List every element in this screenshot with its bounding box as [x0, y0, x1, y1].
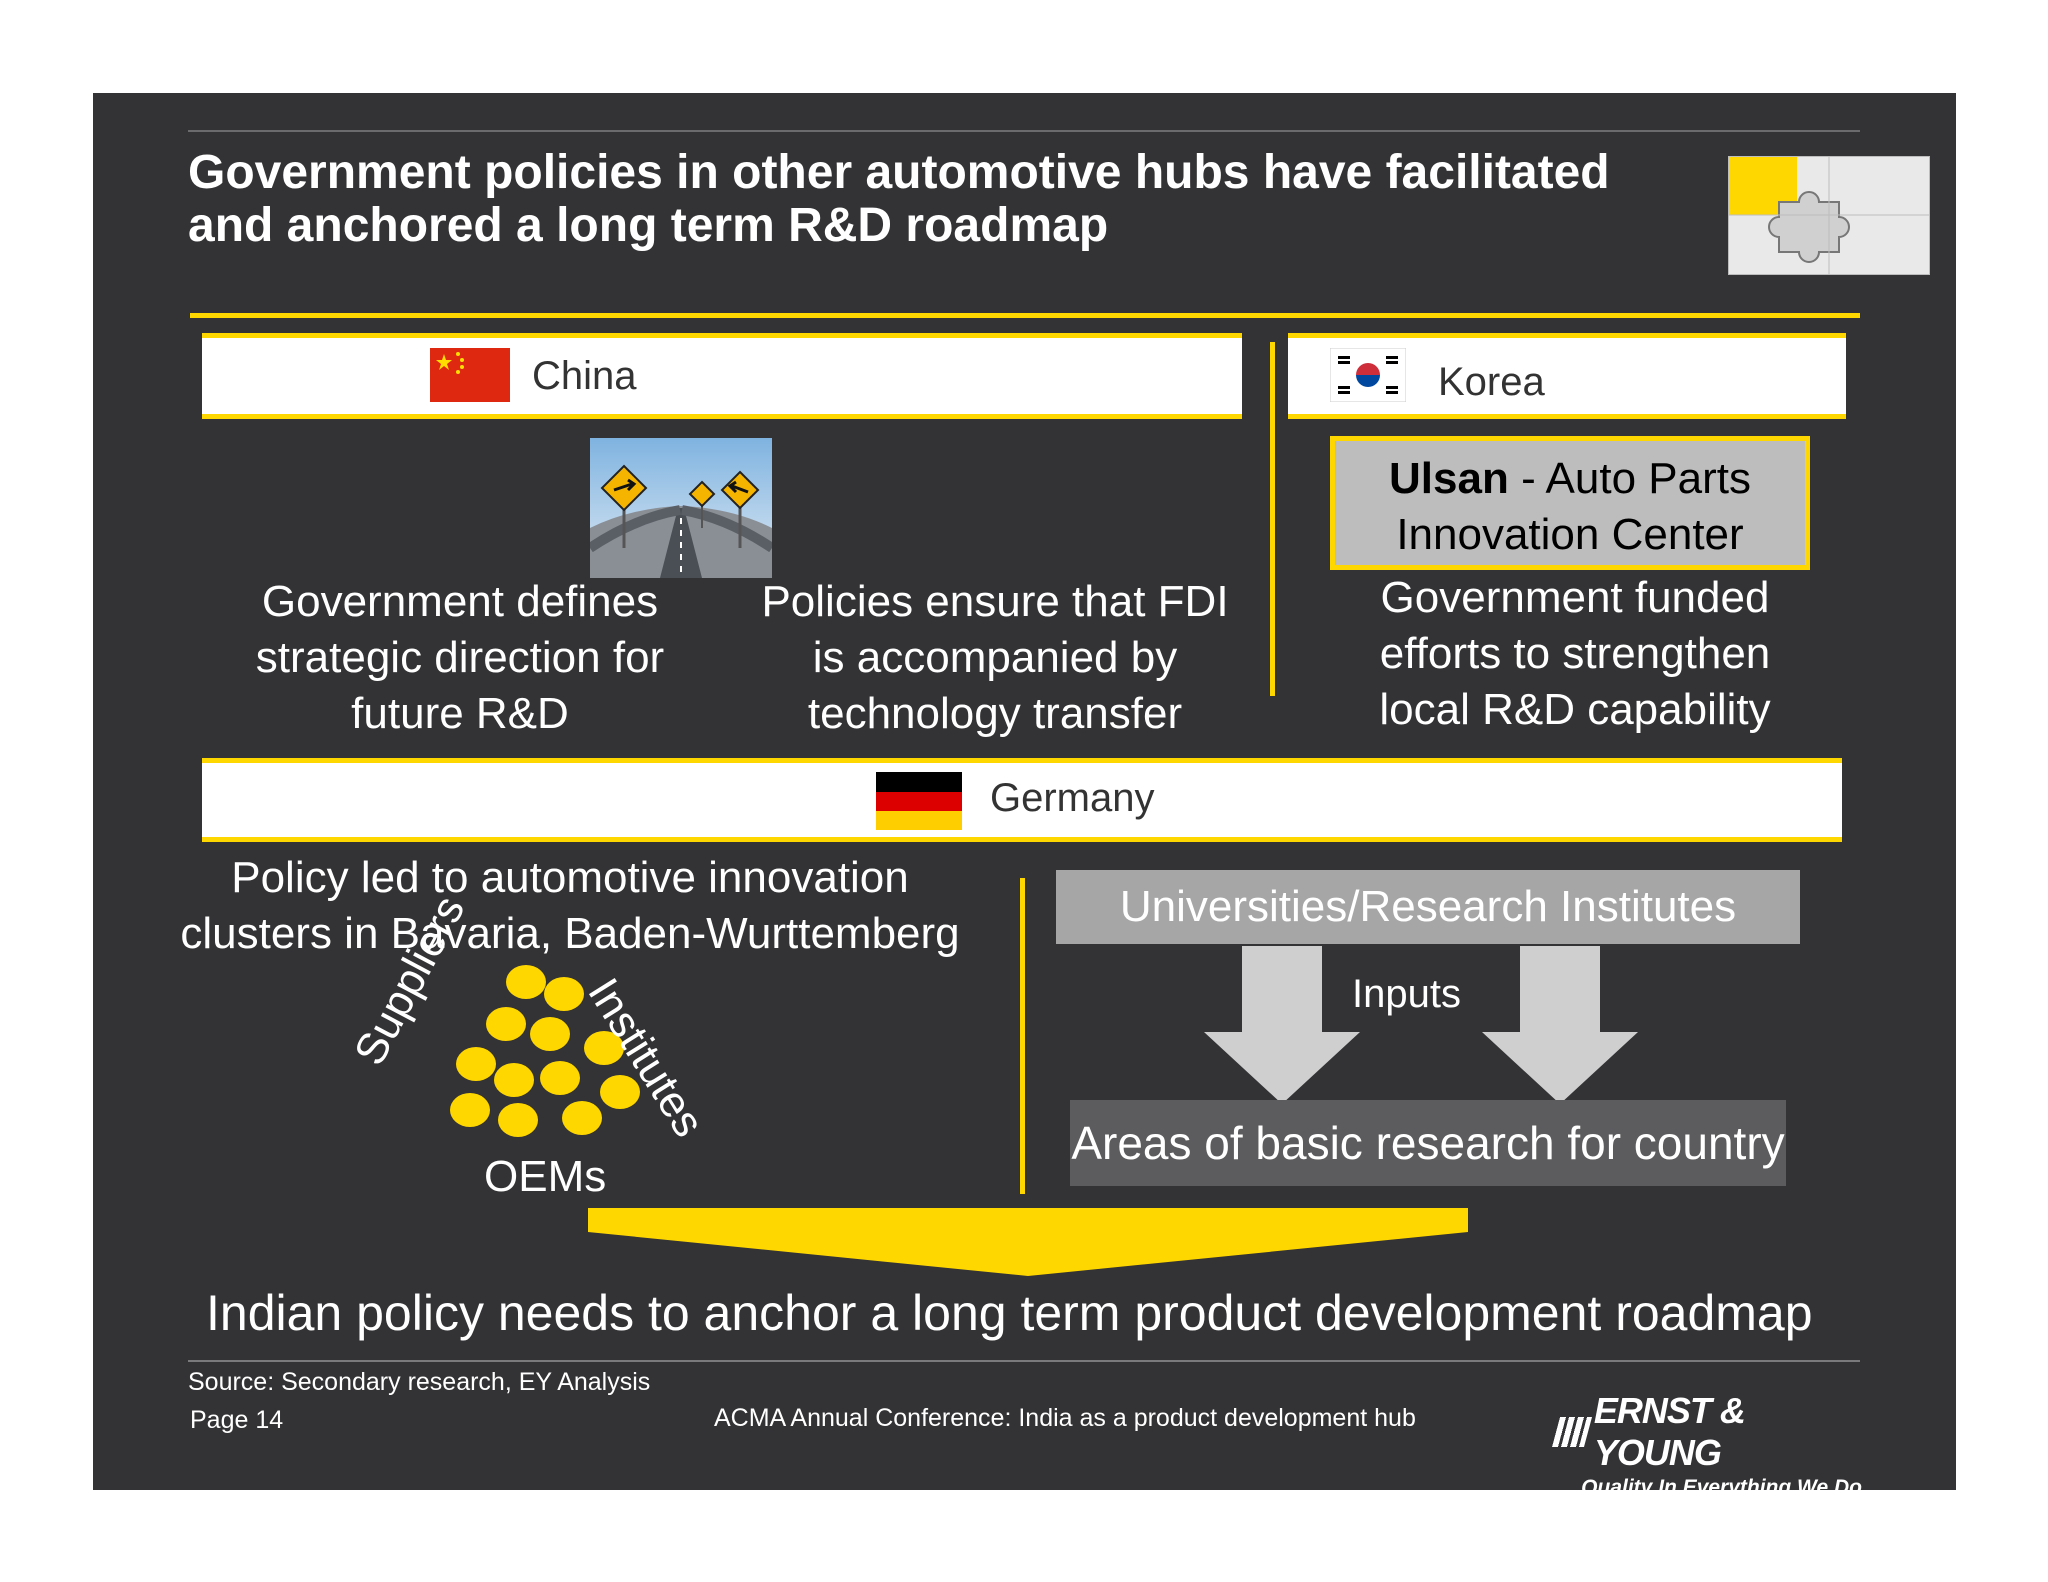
germany-label: Germany	[990, 776, 1155, 820]
korea-line1: Government funded	[1380, 573, 1770, 622]
china-korea-divider	[1270, 342, 1275, 696]
china-col1-line3: future R&D	[351, 689, 569, 738]
cluster-dots-icon	[440, 960, 660, 1140]
china-header-bar	[202, 333, 1242, 419]
title-line-2: and anchored a long term R&D roadmap	[188, 199, 1109, 252]
universities-box: Universities/Research Institutes	[1056, 870, 1800, 944]
road-signs-image	[587, 438, 775, 578]
ey-logo-text: ERNST & YOUNG	[1593, 1390, 1746, 1473]
ulsan-name: Ulsan	[1389, 454, 1509, 503]
inputs-label: Inputs	[1352, 972, 1461, 1016]
china-label: China	[532, 354, 637, 398]
germany-policy-text: Policy led to automotive innovation clus…	[140, 850, 1000, 962]
conclusion-text: Indian policy needs to anchor a long ter…	[206, 1285, 1813, 1341]
down-arrow-icon	[1482, 946, 1638, 1104]
down-arrow-icon	[1204, 946, 1360, 1104]
china-text-strategic: Government defines strategic direction f…	[220, 574, 700, 742]
page-number: Page 14	[190, 1406, 284, 1434]
korea-flag-icon	[1329, 347, 1407, 403]
basic-research-box: Areas of basic research for country	[1070, 1100, 1786, 1186]
puzzle-diagram-icon	[1728, 156, 1930, 275]
germany-divider	[1020, 878, 1025, 1194]
ey-tagline: Quality In Everything We Do	[1581, 1476, 1862, 1499]
section-top-rule	[190, 313, 1860, 318]
conclusion-arrow-icon	[588, 1208, 1468, 1276]
oems-label: OEMs	[484, 1152, 607, 1201]
china-col2-line3: technology transfer	[807, 689, 1183, 738]
china-text-fdi: Policies ensure that FDI is accompanied …	[740, 574, 1250, 742]
china-col1-line1: Government defines	[261, 577, 659, 626]
germany-policy-line2: clusters in Bavaria, Baden-Wurttemberg	[180, 909, 960, 958]
ulsan-line2: Innovation Center	[1396, 510, 1744, 559]
ey-bars-icon	[1551, 1417, 1592, 1447]
conference-title: ACMA Annual Conference: India as a produ…	[714, 1404, 1416, 1432]
korea-line2: efforts to strengthen	[1379, 629, 1771, 678]
china-col2-line2: is accompanied by	[812, 633, 1178, 682]
ulsan-rest: - Auto Parts	[1508, 454, 1751, 503]
korea-label: Korea	[1438, 360, 1545, 404]
slide-title: Government policies in other automotive …	[188, 146, 1748, 252]
germany-header-bar	[202, 758, 1842, 842]
germany-policy-line1: Policy led to automotive innovation	[231, 853, 909, 902]
title-line-1: Government policies in other automotive …	[188, 146, 1610, 199]
top-divider	[188, 130, 1860, 132]
source-note: Source: Secondary research, EY Analysis	[188, 1368, 651, 1396]
footer-divider	[188, 1360, 1860, 1362]
china-col2-line1: Policies ensure that FDI	[761, 577, 1229, 626]
china-flag-icon	[430, 348, 510, 402]
germany-flag-icon	[876, 772, 962, 830]
china-col1-line2: strategic direction for	[255, 633, 665, 682]
ulsan-innovation-box: Ulsan - Auto Parts Innovation Center	[1330, 436, 1810, 570]
korea-text: Government funded efforts to strengthen …	[1320, 570, 1830, 738]
korea-line3: local R&D capability	[1379, 685, 1771, 734]
ernst-young-logo: ERNST & YOUNG Quality In Everything We D…	[1551, 1390, 1862, 1500]
